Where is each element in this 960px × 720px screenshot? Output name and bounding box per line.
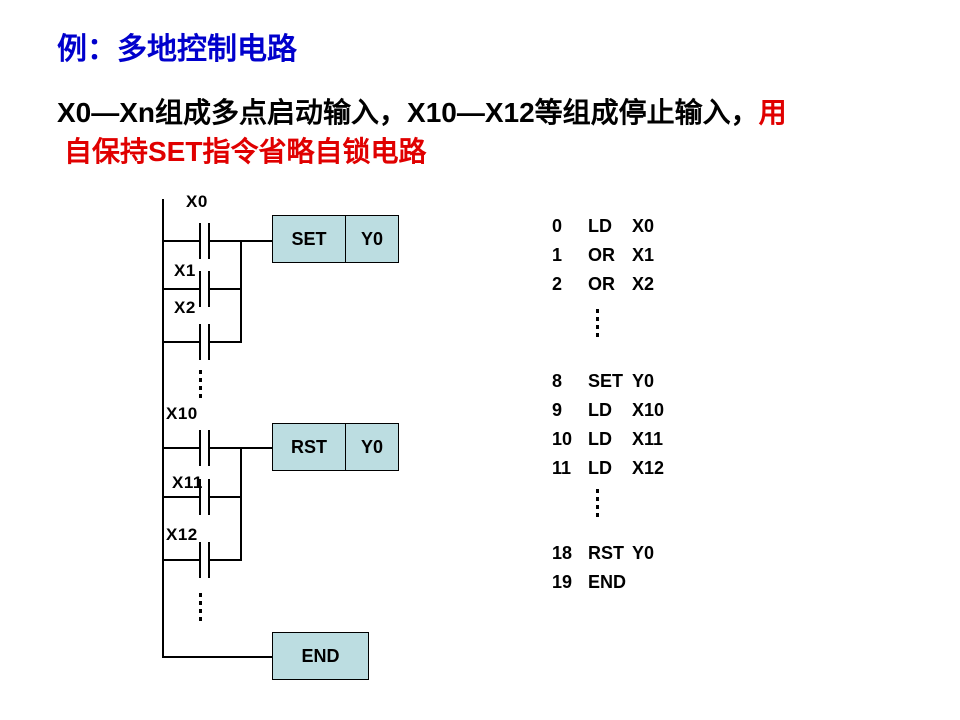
instruction-addr: 18 (552, 543, 573, 563)
instruction-addr: 10 (552, 429, 573, 449)
end-instruction-box: END (272, 632, 369, 680)
instruction-addr: 1 (552, 245, 563, 265)
instruction-addr: 2 (552, 274, 563, 294)
contact-x12-bar-right (208, 542, 210, 578)
instruction-arg: X12 (632, 458, 665, 478)
instruction-addr: 11 (552, 458, 572, 478)
instruction-row: 9 LD X10 (550, 396, 720, 425)
instruction-addr: 9 (552, 400, 563, 420)
set-op-cell: SET (291, 228, 327, 249)
wire-rung-x1-right (208, 288, 242, 290)
slide-title: 例：多地控制电路 (57, 33, 297, 66)
intro-line1: X0—Xn组成多点启动输入，X10—X12等组成停止输入，用 (57, 93, 787, 132)
instruction-op: LD (588, 216, 612, 236)
contact-x2-bar-left (199, 324, 201, 360)
instruction-ellipsis (596, 489, 599, 519)
wire-rung-x11-left (162, 496, 201, 498)
contact-x0-label: X0 (186, 192, 208, 211)
contact-x11-bar-left (199, 479, 201, 515)
intro-text: X0—Xn组成多点启动输入，X10—X12等组成停止输入，用 自保持SET指令省… (57, 93, 787, 171)
instruction-op: LD (588, 429, 612, 449)
contact-x0-bar-left (199, 223, 201, 259)
contact-x10-bar-left (199, 430, 201, 466)
contact-x2-bar-right (208, 324, 210, 360)
instruction-row: 2 OR X2 (550, 270, 720, 299)
contact-x12-bar-left (199, 542, 201, 578)
wire-rung-x10-left (162, 447, 201, 449)
contact-x12-label: X12 (166, 525, 198, 544)
instruction-op: LD (588, 458, 612, 478)
instruction-arg: X11 (632, 429, 664, 449)
rst-operand-cell: Y0 (345, 424, 398, 470)
instruction-arg: X2 (632, 274, 655, 294)
wire-rung-x0-right (208, 240, 274, 242)
contact-x1-bar-right (208, 271, 210, 307)
contact-x0-bar-right (208, 223, 210, 259)
wire-rung-x12-left (162, 559, 201, 561)
intro-line1-emphasis: 用 (758, 97, 787, 128)
instruction-arg: X0 (632, 216, 655, 236)
instruction-row: 19 END (550, 568, 720, 597)
set-instruction-box: SET Y0 (272, 215, 399, 263)
power-rail (162, 199, 164, 658)
wire-rung-x2-right (208, 341, 242, 343)
branch-wire-stop-group (240, 447, 242, 561)
instruction-arg: X10 (632, 400, 665, 420)
instruction-list: 0 LD X0 1 OR X1 2 OR X2 8 SET Y0 9 LD X1… (550, 212, 720, 597)
instruction-op: OR (588, 245, 615, 265)
contact-x10-bar-right (208, 430, 210, 466)
instruction-addr: 0 (552, 216, 563, 236)
instruction-op: OR (588, 274, 615, 294)
set-operand-cell: Y0 (345, 216, 398, 262)
instruction-addr: 8 (552, 371, 563, 391)
instruction-row: 8 SET Y0 (550, 367, 720, 396)
contact-x2-label: X2 (174, 298, 196, 317)
instruction-row: 1 OR X1 (550, 241, 720, 270)
instruction-row: 0 LD X0 (550, 212, 720, 241)
contact-x1-bar-left (199, 271, 201, 307)
end-op-cell: END (301, 645, 340, 666)
wire-rung-x2-left (162, 341, 201, 343)
instruction-op: END (588, 572, 627, 592)
instruction-op: SET (588, 371, 624, 391)
instruction-row: 11 LD X12 (550, 454, 720, 483)
intro-line1-black: X0—Xn组成多点启动输入，X10—X12等组成停止输入， (57, 97, 759, 128)
instruction-list-gap (550, 483, 720, 539)
contact-x10-label: X10 (166, 404, 198, 423)
wire-rung-x0-left (162, 240, 201, 242)
contact-x11-label: X11 (172, 473, 203, 492)
instruction-op: LD (588, 400, 612, 420)
contact-x11-bar-right (208, 479, 210, 515)
contact-x1-label: X1 (174, 261, 196, 280)
wire-rung-x1-left (162, 288, 201, 290)
branch-wire-start-group (240, 240, 242, 343)
wire-rung-x10-right (208, 447, 274, 449)
instruction-addr: 19 (552, 572, 573, 592)
instruction-arg: Y0 (632, 543, 655, 563)
instruction-list-gap (550, 299, 720, 367)
instruction-op: RST (588, 543, 624, 563)
intro-line2-emphasis: 自保持SET指令省略自锁电路 (64, 136, 427, 167)
wire-rung-end (162, 656, 273, 658)
rst-instruction-box: RST Y0 (272, 423, 399, 471)
rst-op-cell: RST (291, 436, 327, 457)
ladder-ellipsis-start-group (199, 370, 202, 402)
ladder-ellipsis-stop-group (199, 593, 202, 625)
instruction-ellipsis (596, 309, 599, 339)
instruction-row: 10 LD X11 (550, 425, 720, 454)
wire-rung-x12-right (208, 559, 242, 561)
instruction-arg: Y0 (632, 371, 655, 391)
instruction-arg: X1 (632, 245, 655, 265)
wire-rung-x11-right (208, 496, 242, 498)
instruction-row: 18 RST Y0 (550, 539, 720, 568)
